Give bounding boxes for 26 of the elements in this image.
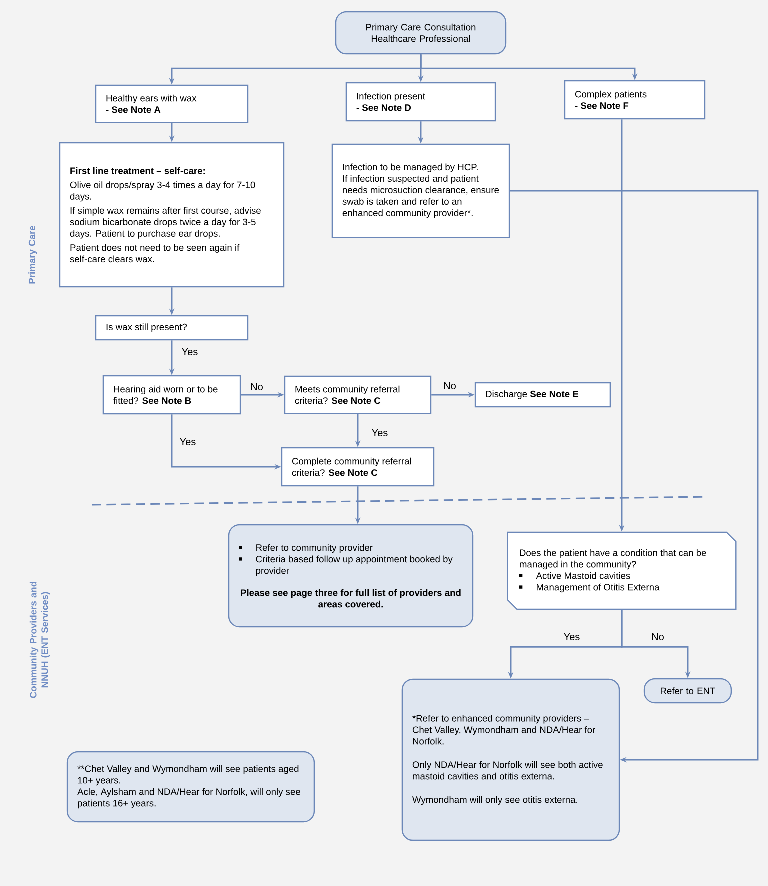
lane-label: Community Providers and NNUH (ENT Services): [30, 582, 50, 698]
rounded-box: Refer to ENT: [644, 678, 732, 704]
process-box: Meets community referral criteria? See Note C: [284, 376, 432, 414]
rounded-box: **Chet Valley and Wymondham will see patients aged 10+ years. Acle, Aylsham and NDA/Hear for Norfolk, will only see patients 16+ years.: [66, 751, 316, 823]
process-box: Discharge See Note E: [474, 382, 612, 408]
rounded-box: *Refer to enhanced community providers – Chet Valley, Wymondham and NDA/Hear for Norfolk. Only NDA/Hear for Norfolk will see both active mastoid cavities and otitis externa. Wymondham will only see otitis externa.: [402, 678, 620, 842]
process-box: Healthy ears with wax - See Note A: [95, 84, 249, 124]
process-box: Is wax still present?: [95, 315, 249, 341]
process-box: Hearing aid worn or to be fitted? See Note B: [102, 375, 242, 415]
lane-label: Primary Care: [28, 226, 38, 284]
edge-label: No: [249, 382, 265, 392]
decision-box: Does the patient have a condition that can be managed in the community? Active Mastoid cavities Management of Otitis Externa: [507, 532, 737, 610]
process-box: First line treatment – self-care: Olive oil drops/spray 3-4 times a day for 7-10 days. If simple wax remains after first course, advise sodium bicarbonate drops twice a day for 3-5 days. Patient to purchase ear drops. Patient does not need to be seen again if self-care clears wax.: [59, 142, 285, 288]
process-box: Complete community referral criteria? See Note C: [281, 447, 435, 487]
edge-label: Yes: [370, 428, 390, 438]
edge-label: No: [650, 632, 666, 642]
arrow: [510, 190, 759, 763]
edge-label: Yes: [562, 632, 582, 642]
edge-label: Yes: [180, 347, 200, 357]
process-box: Complex patients - See Note F: [564, 80, 706, 120]
process-box: Infection present - See Note D: [346, 82, 496, 122]
edge-label: Yes: [178, 437, 198, 447]
process-box: Infection to be managed by HCP. If infection suspected and patient needs microsuction clearance, ensure swab is taken and refer to an enhanced community provider*.: [332, 144, 510, 238]
rounded-box: Primary Care Consultation Healthcare Professional: [335, 11, 507, 55]
rounded-box: Refer to community provider Criteria based follow up appointment booked by provider Please see page three for full list of providers and areas covered.: [228, 524, 474, 628]
edge-label: No: [442, 381, 458, 391]
